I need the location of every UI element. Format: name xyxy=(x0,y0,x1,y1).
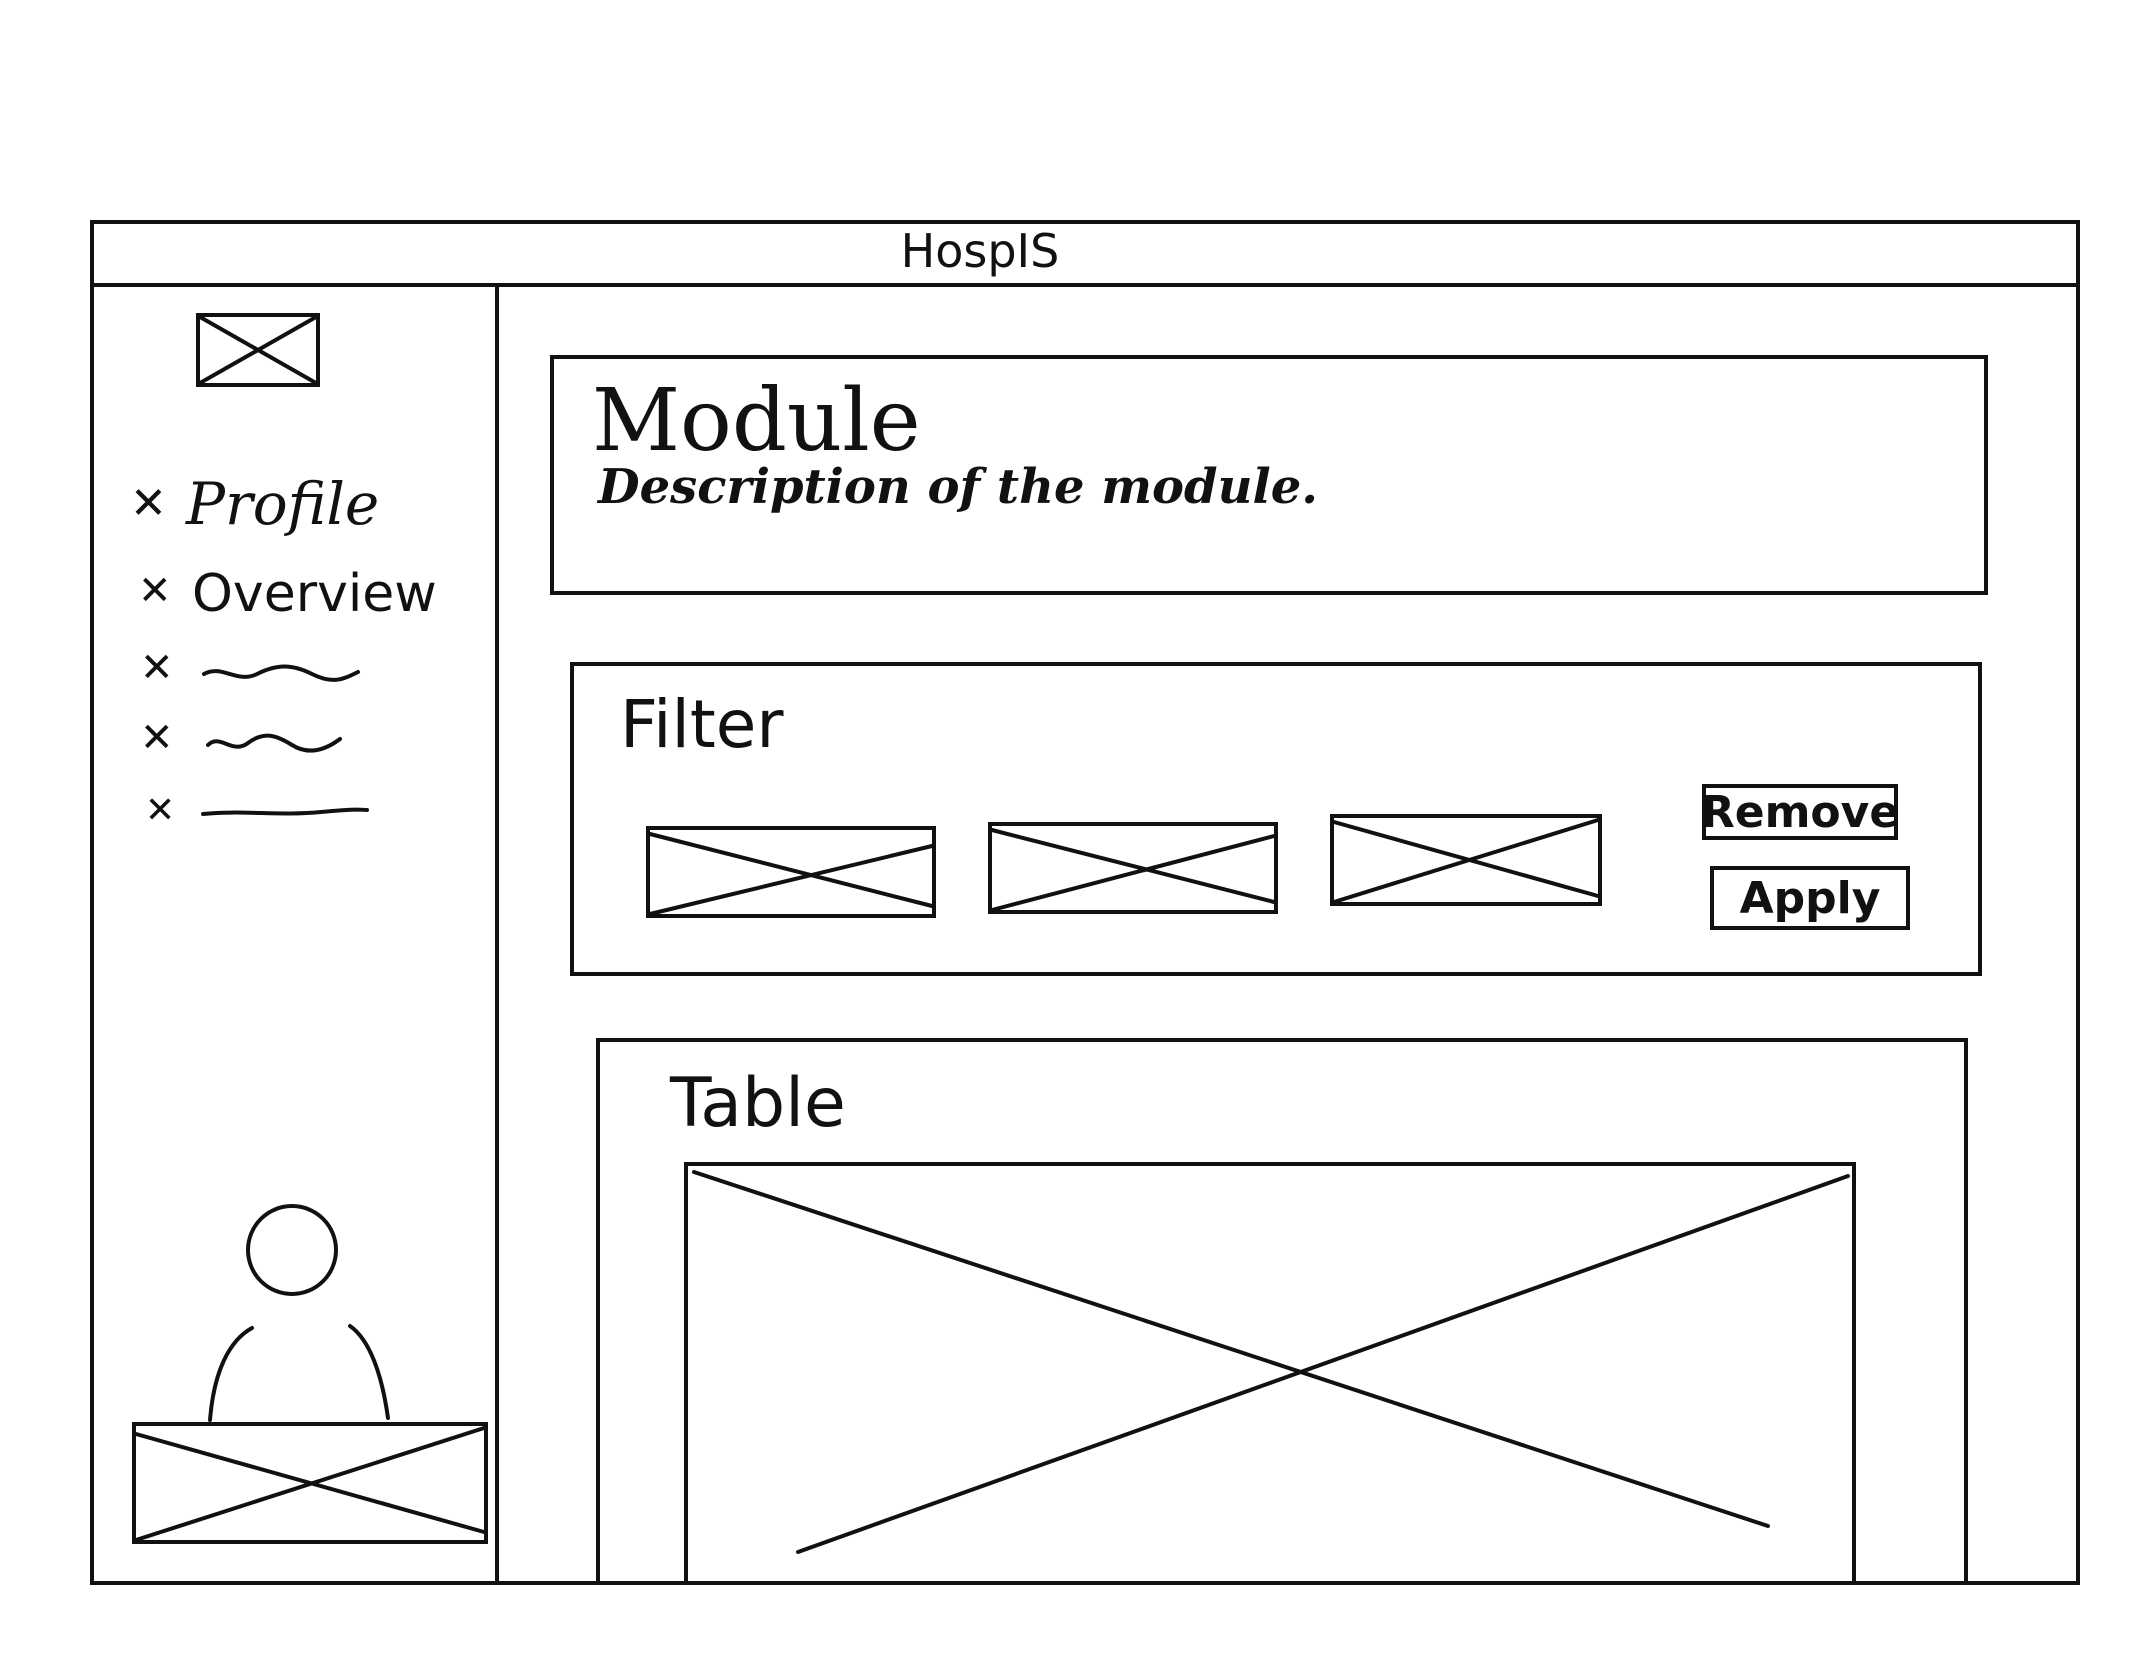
module-description: Description of the module. xyxy=(598,459,1318,515)
window-title: HospIS xyxy=(900,224,1060,278)
image-placeholder-icon xyxy=(134,1426,486,1542)
sidebar-item-label: Overview xyxy=(192,564,437,624)
sidebar-divider xyxy=(495,287,499,1581)
sidebar-item-placeholder[interactable]: ✕ xyxy=(140,715,370,765)
bullet-x-icon: ✕ xyxy=(130,478,167,529)
sidebar-item-placeholder[interactable]: ✕ xyxy=(140,645,370,695)
table-title: Table xyxy=(670,1064,846,1143)
sidebar-item-placeholder[interactable]: ✕ xyxy=(145,790,375,840)
line-text-placeholder xyxy=(201,807,369,816)
image-placeholder-icon xyxy=(990,828,1276,912)
filter-field-2[interactable] xyxy=(988,822,1278,914)
sidebar-item-label: Profile xyxy=(186,470,380,538)
squiggle-text-placeholder xyxy=(202,664,360,682)
remove-button[interactable]: Remove xyxy=(1701,784,1899,840)
title-bar-divider xyxy=(94,283,2076,287)
table-content-placeholder xyxy=(684,1162,1856,1582)
filter-panel: Filter Remove Apply xyxy=(570,662,1982,976)
module-title: Module xyxy=(592,371,921,471)
image-placeholder-icon xyxy=(198,315,318,385)
sidebar-item-profile[interactable]: ✕ Profile xyxy=(130,470,430,540)
sidebar-item-overview[interactable]: ✕ Overview xyxy=(138,560,438,630)
filter-title: Filter xyxy=(620,686,784,763)
logo-image-placeholder xyxy=(196,313,320,387)
table-panel: Table xyxy=(596,1038,1968,1583)
apply-button[interactable]: Apply xyxy=(1710,866,1910,930)
user-avatar-icon xyxy=(208,1204,390,1422)
filter-field-3[interactable] xyxy=(1330,814,1602,906)
bullet-x-icon: ✕ xyxy=(140,645,174,691)
filter-field-1[interactable] xyxy=(646,826,936,918)
bullet-x-icon: ✕ xyxy=(145,790,176,831)
bullet-x-icon: ✕ xyxy=(140,715,174,761)
user-info-placeholder xyxy=(132,1422,488,1544)
squiggle-text-placeholder xyxy=(206,733,342,753)
app-window xyxy=(90,220,2080,1585)
bullet-x-icon: ✕ xyxy=(138,568,172,614)
image-placeholder-icon xyxy=(692,1170,1850,1554)
avatar[interactable] xyxy=(200,1200,400,1425)
image-placeholder-icon xyxy=(1332,818,1600,904)
image-placeholder-icon xyxy=(648,832,934,916)
module-header-panel: Module Description of the module. xyxy=(550,355,1988,595)
